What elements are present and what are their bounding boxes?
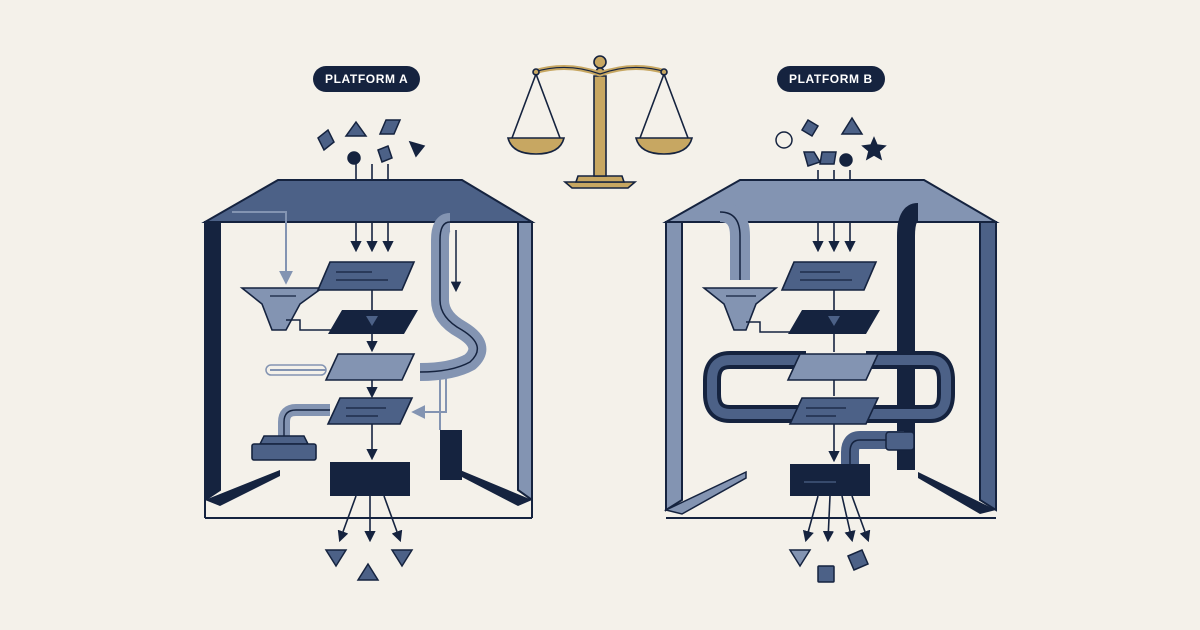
input-shapes bbox=[775, 116, 887, 167]
output-shapes bbox=[324, 549, 414, 581]
platform-b-diagram bbox=[662, 116, 1000, 583]
balance-scale-icon bbox=[506, 55, 694, 189]
input-shapes bbox=[317, 119, 426, 165]
platform-a-label: PLATFORM A bbox=[313, 66, 421, 92]
output-shapes bbox=[788, 549, 869, 583]
platform-a-diagram bbox=[201, 119, 536, 581]
platform-b-label: PLATFORM B bbox=[777, 66, 885, 92]
